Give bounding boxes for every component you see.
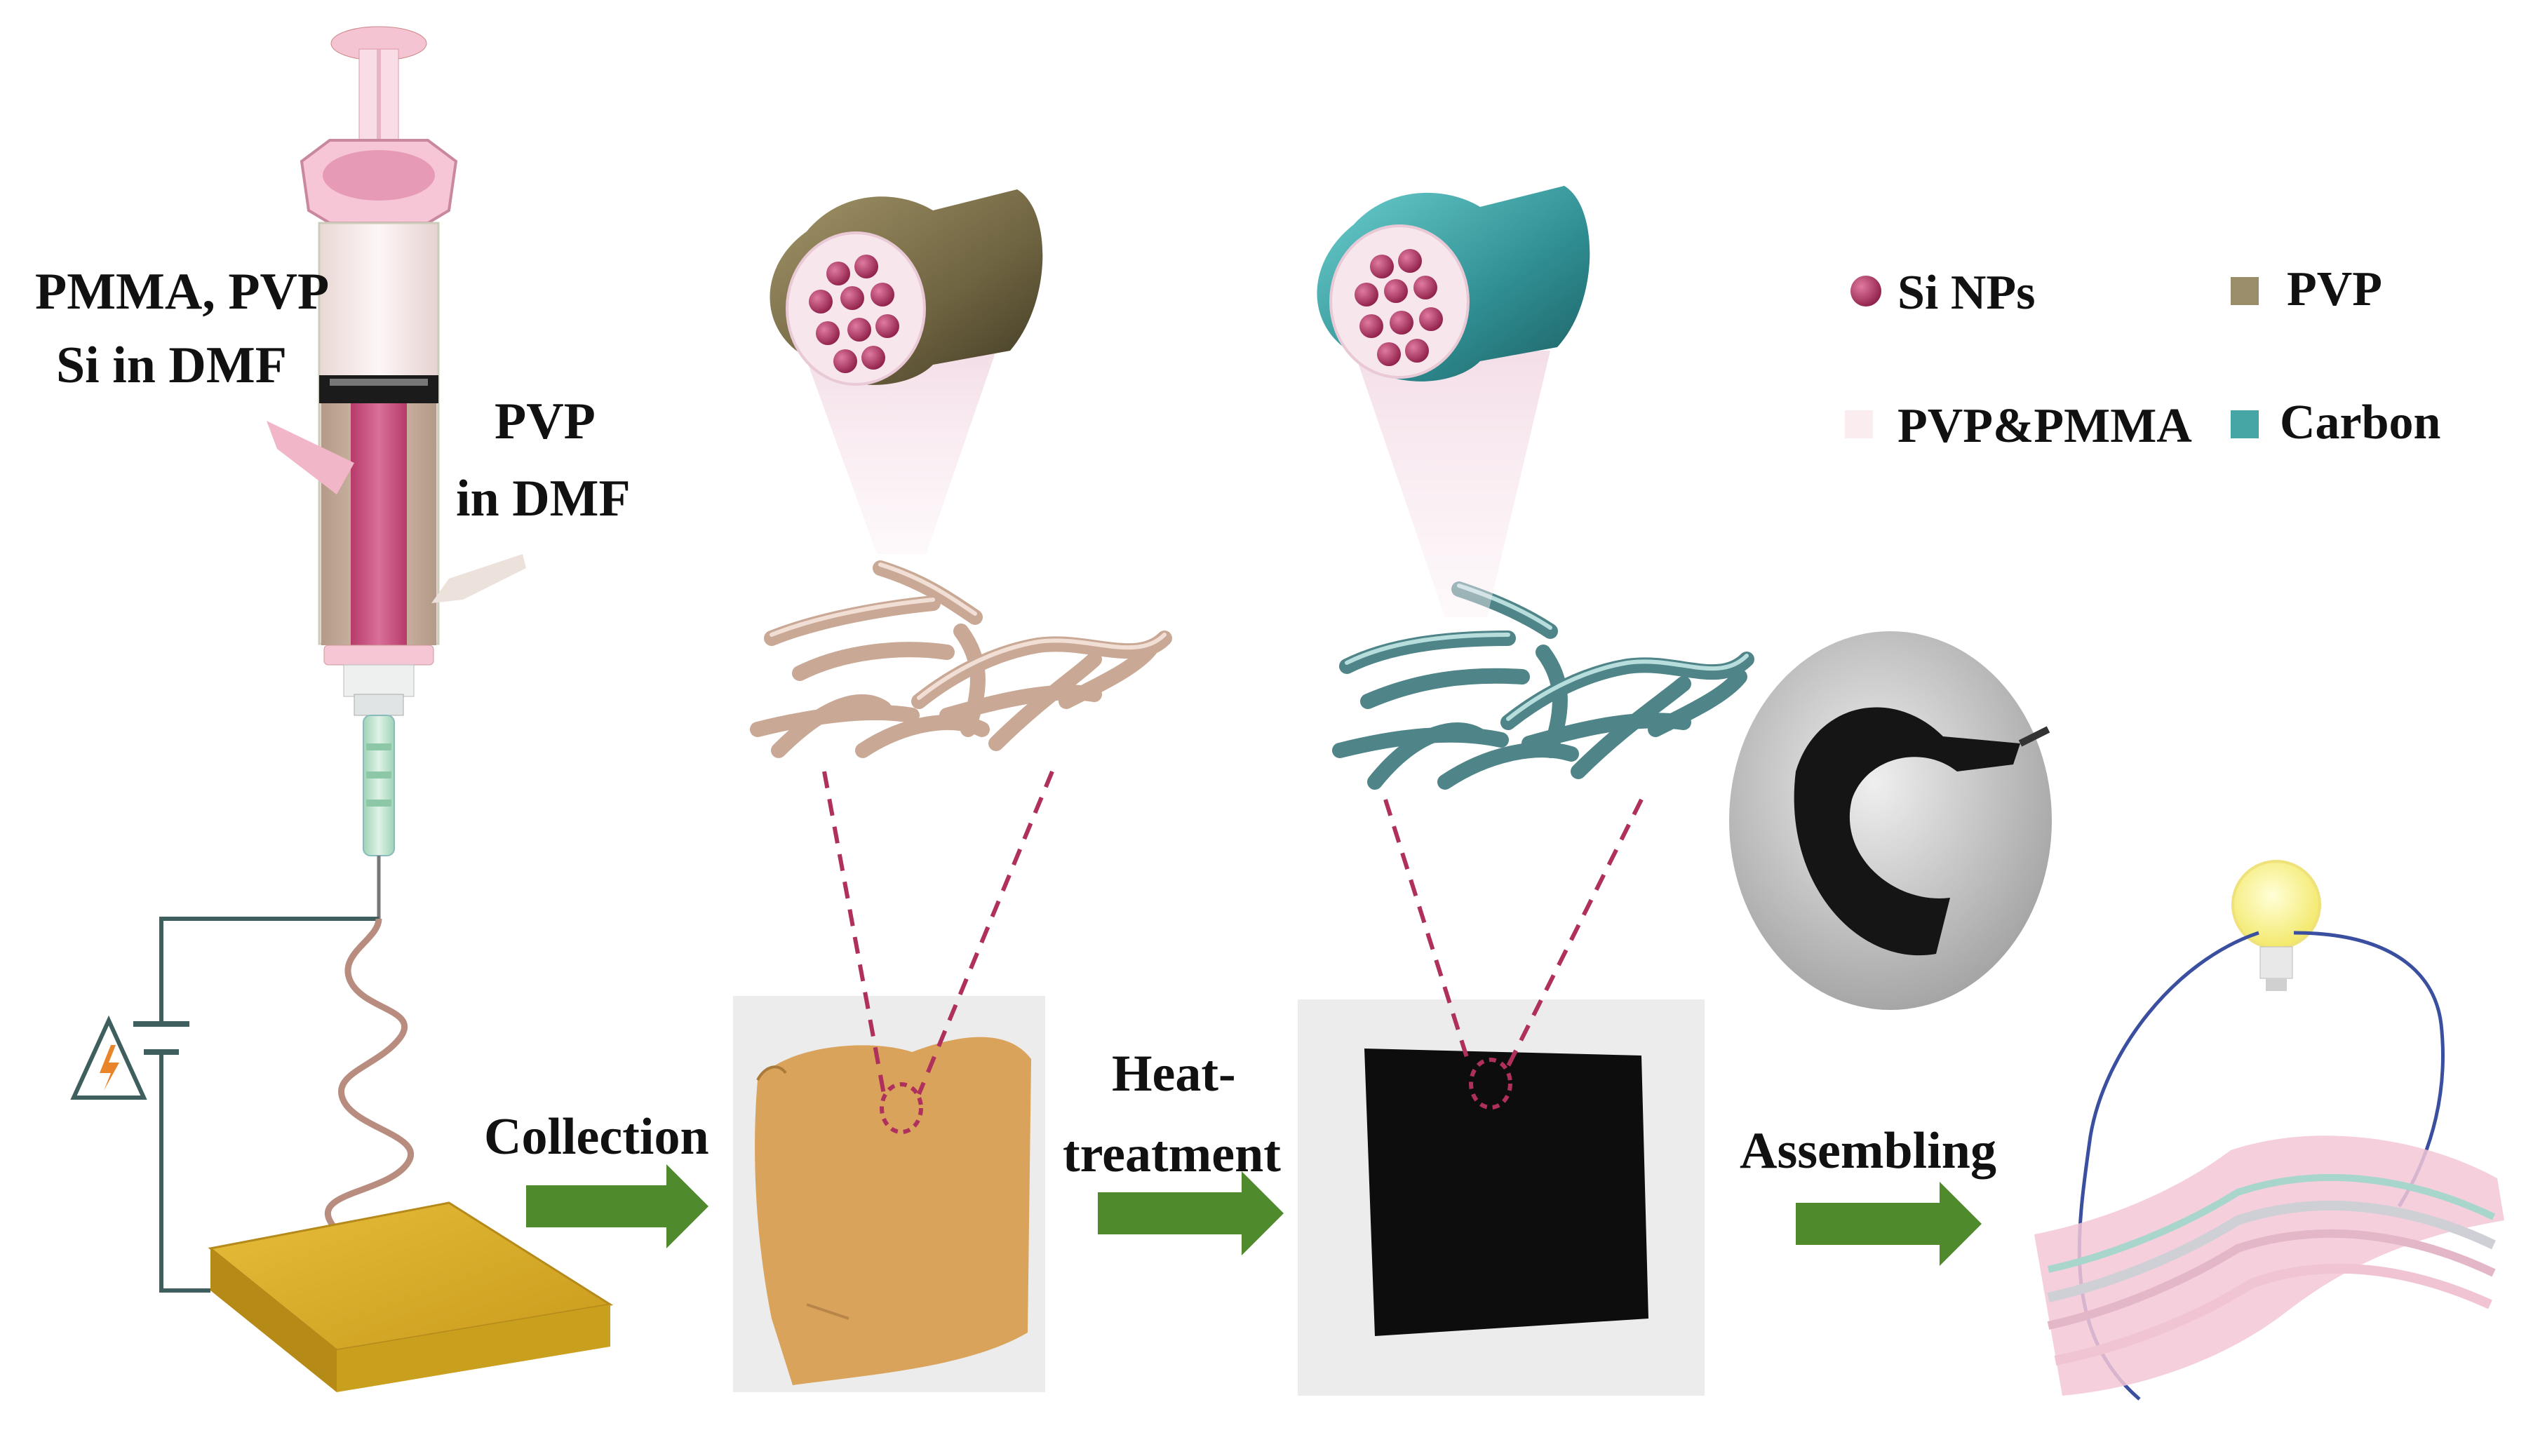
heat-treatment-arrow [1098,1171,1284,1255]
legend-item-pvp: PVP [2231,262,2382,316]
legend-label: Si NPs [1897,266,2035,320]
heat-treatment-label-line1: Heat- [1112,1045,1236,1103]
collector-plate [208,1201,614,1392]
light-bulb-icon [2231,860,2321,991]
outer-fluid-arrow [431,554,526,603]
pvp-zoom-cone [803,351,996,554]
legend-item-carbon: Carbon [2231,396,2440,450]
legend-label: PVP [2287,262,2382,316]
inner-fluid-pmma-si [351,403,407,645]
syringe-outer-label-line2: in DMF [456,470,631,527]
heat-treatment-label-line2: treatment [1063,1126,1281,1183]
carbon-zoom-cone [1354,351,1550,617]
pvp-dashed-lines [822,770,1054,1134]
collection-label: Collection [484,1108,709,1166]
collection-arrow [526,1164,708,1248]
carbon-swatch [2231,410,2259,438]
pvp-fiber-highlight [770,562,1167,700]
assembled-battery-device [2034,860,2504,1401]
syringe-inner-label-line1: PMMA, PVP [35,263,329,321]
carbon-dashed-lines [1383,798,1644,1110]
needle-hub [363,715,395,856]
legend-label: PVP&PMMA [1897,399,2192,453]
high-voltage-warning-icon [70,1015,147,1100]
pvp-fiber-cross-section [770,189,1043,386]
electrospinning-jet [325,918,436,1259]
flexible-film-photo [1729,631,2052,1010]
carbon-film-photo [1298,999,1705,1396]
carbon-fiber-network [1332,581,1754,790]
legend-item-pvp-pmma: PVP&PMMA [1845,399,2192,453]
legend: Si NPs PVP PVP&PMMA Carbon [1845,262,2440,453]
assembling-label: Assembling [1740,1122,1996,1180]
circuit [133,917,379,1293]
syringe [300,26,458,919]
pvp-si-nanoparticles [809,255,899,373]
syringe-inner-label-line2: Si in DMF [56,337,287,394]
pvp-swatch [2231,277,2259,305]
si-nps-swatch [1850,276,1881,306]
assembling-arrow [1796,1182,1982,1266]
pvp-film-photo [733,996,1045,1392]
legend-item-si-nps: Si NPs [1850,266,2035,320]
syringe-outer-label-line1: PVP [495,393,596,450]
pvp-fiber-network [750,560,1172,758]
carbon-si-nanoparticles [1355,249,1443,366]
pvp-pmma-swatch [1845,410,1873,438]
inner-fluid-arrow [267,421,354,494]
legend-label: Carbon [2280,396,2440,450]
